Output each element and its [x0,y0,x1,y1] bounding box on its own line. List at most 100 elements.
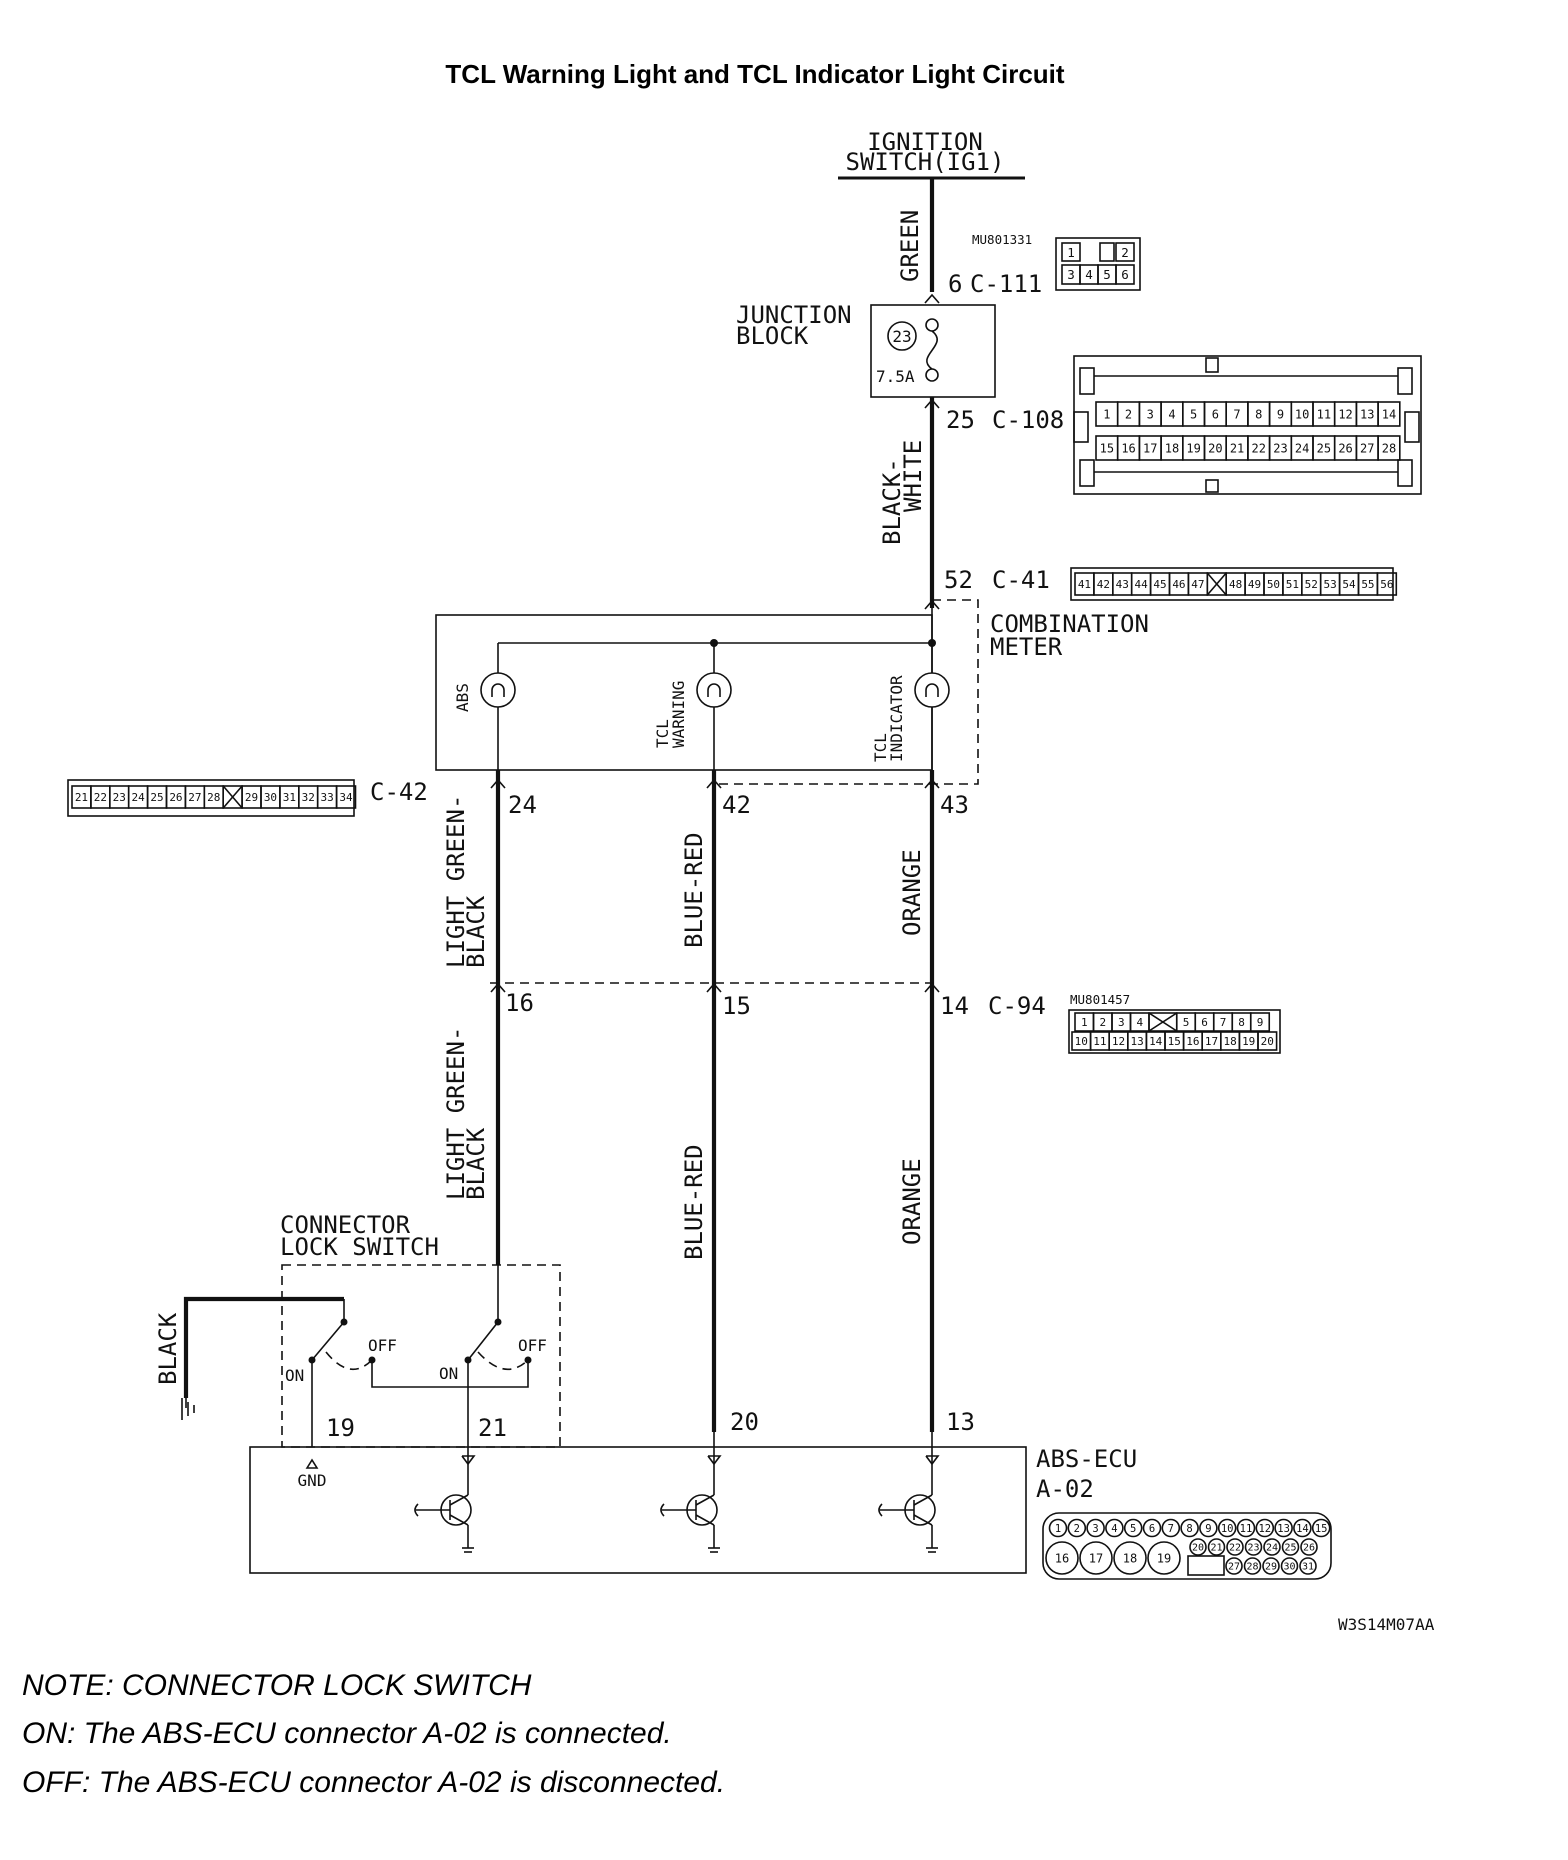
svg-text:3: 3 [1067,267,1075,282]
c108-pin-3: 3 [1147,408,1154,422]
ecu-transistor-2 [660,1432,722,1553]
c41-pin-47: 47 [1191,578,1204,591]
a02-pin-8: 8 [1186,1523,1192,1535]
a02-pin-13: 13 [1277,1523,1290,1535]
c108-pin-4: 4 [1168,408,1175,422]
wire-label-br-upper: BLUE-RED [680,832,708,948]
c111-connector-face: 1 2 3 4 5 6 [1055,237,1141,291]
wire-label-black-white-2: WHITE [899,440,927,512]
c94-pin-12: 12 [1112,1035,1125,1048]
svg-text:2: 2 [1121,245,1129,260]
c108-pin-20: 20 [1208,442,1222,456]
a02-pin-9: 9 [1205,1523,1211,1535]
a02-pin-27: 27 [1228,1562,1240,1573]
wire-label-lgb-lower-2: BLACK [462,1127,490,1200]
fuse-number: 23 [892,327,911,346]
lock-switch-label-1: CONNECTOR [280,1211,411,1239]
c41-pin-50: 50 [1267,578,1280,591]
a02-pin-12: 12 [1258,1523,1271,1535]
c108-pin-14: 14 [1382,408,1396,422]
c42-pin-27: 27 [188,791,201,804]
a02-pin-23: 23 [1247,1543,1259,1554]
c42-pin-22: 22 [94,791,107,804]
a02-pin-21: 21 [1210,1543,1222,1554]
abs-ecu-box [249,1446,1027,1574]
lock-switch-right [464,1265,532,1432]
a02-pin-26: 26 [1303,1543,1315,1554]
c94-name: C-94 [988,992,1046,1020]
c108-pin-24: 24 [1295,442,1309,456]
tcl-warning-lamp [696,672,732,708]
c108-pin-25: 25 [1317,442,1331,456]
c94-part: MU801457 [1070,992,1130,1007]
a02-pin-24: 24 [1266,1543,1278,1554]
a02-pin-10: 10 [1221,1523,1234,1535]
tcl-warning-label-2: WARNING [669,681,688,748]
c41-arrow [924,599,940,610]
a02-pin-7: 7 [1168,1523,1174,1535]
c94-pin-8: 8 [1238,1016,1245,1029]
c94-pin-19: 19 [1242,1035,1255,1048]
lock-switch-right-off: OFF [518,1336,547,1355]
c94-pin-20: 20 [1261,1035,1274,1048]
junction-label-1: JUNCTION [736,301,852,329]
c108-pin-1: 1 [1103,408,1110,422]
c42-pin-31: 31 [283,791,296,804]
c42-pin-25: 25 [150,791,163,804]
c41-pin-56: 56 [1380,578,1393,591]
c94-arrow-lgb [490,982,506,993]
wire-label-or-lower: ORANGE [898,1158,926,1245]
c42-pin-indicator: 43 [940,791,969,819]
a02-pin-3: 3 [1092,1523,1098,1535]
ground-icon [181,1398,195,1420]
c108-pin-15: 15 [1100,442,1114,456]
lock-switch-left-off: OFF [368,1336,397,1355]
c94-pin-16: 16 [1186,1035,1199,1048]
c41-pin-42: 42 [1097,578,1110,591]
c41-pin-54: 54 [1342,578,1356,591]
c94-arrow-or [924,982,940,993]
c41-pin-43: 43 [1116,578,1129,591]
c94-pin-3: 3 [1118,1016,1125,1029]
wire-label-green: GREEN [896,210,924,282]
svg-text:5: 5 [1103,267,1111,282]
a02-pin-25: 25 [1284,1543,1296,1554]
c41-pin-45: 45 [1153,578,1166,591]
c42-pin-28: 28 [207,791,220,804]
svg-text:6: 6 [1121,267,1129,282]
wire-label-lgb-upper-2: BLACK [462,895,490,968]
wire-label-or-upper: ORANGE [898,849,926,936]
c41-pin-41: 41 [1078,578,1091,591]
c94-pin-7: 7 [1220,1016,1227,1029]
c108-pin-12: 12 [1338,408,1352,422]
c108-pin-2: 2 [1125,408,1132,422]
c41-pin-48: 48 [1229,578,1242,591]
fuse-rating: 7.5A [876,367,915,386]
c94-pin-br: 15 [722,992,751,1020]
c111-name: C-111 [970,270,1042,298]
c41-pin-55: 55 [1361,578,1374,591]
c94-pin-2: 2 [1099,1016,1106,1029]
a02-pin-2: 2 [1074,1523,1080,1535]
c94-pin-14: 14 [1149,1035,1163,1048]
combination-meter-dashed-boundary [716,599,979,785]
tcl-indicator-lamp [914,672,950,708]
a02-pin-19: 19 [1157,1551,1171,1565]
a02-pin-31: 31 [1302,1562,1314,1573]
fuse-element [926,330,938,370]
c94-pin-4: 4 [1136,1016,1143,1029]
c108-name: C-108 [992,406,1064,434]
ecu-gnd-label: GND [298,1471,327,1490]
a02-pin-22: 22 [1229,1543,1241,1554]
c41-pin-49: 49 [1248,578,1261,591]
c108-pin-28: 28 [1382,442,1396,456]
c42-pin-21: 21 [75,791,88,804]
a02-pin-4: 4 [1111,1523,1117,1535]
c108-pin-22: 22 [1252,442,1266,456]
lock-switch-left [308,1299,376,1432]
c94-pin-11: 11 [1093,1035,1106,1048]
wire-label-black-ground: BLACK [154,1312,182,1385]
